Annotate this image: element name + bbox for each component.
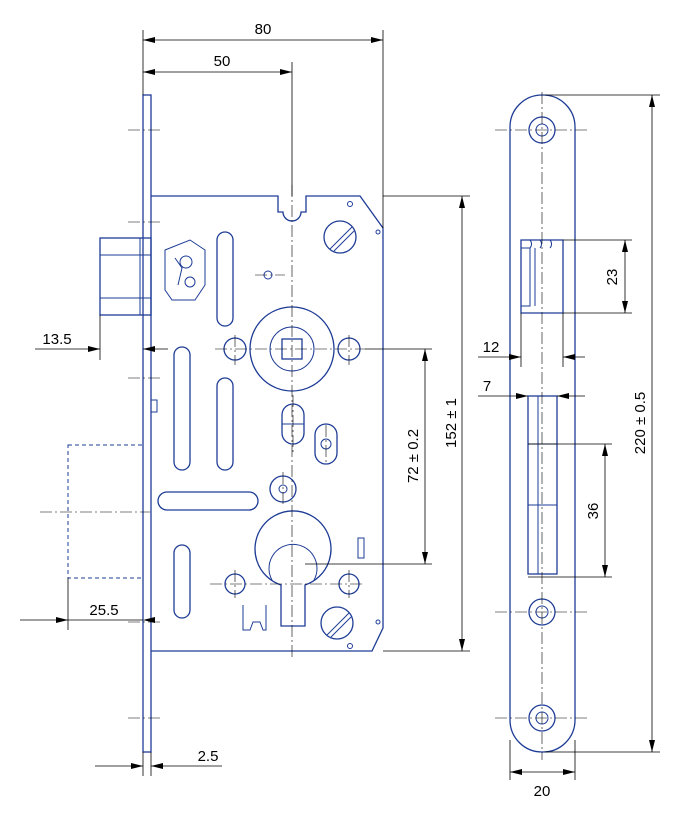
lock-faceplate bbox=[142, 94, 152, 753]
dim-label-25-5: 25.5 bbox=[89, 602, 118, 619]
dim-label-23: 23 bbox=[604, 269, 621, 286]
dead-bolt-hidden bbox=[67, 444, 144, 579]
dim-label-152: 152 ± 1 bbox=[443, 398, 460, 448]
dim-label-7: 7 bbox=[483, 378, 491, 395]
slot bbox=[216, 377, 234, 471]
dim-label-50: 50 bbox=[214, 53, 231, 70]
small-tab bbox=[357, 537, 365, 559]
dim-label-20: 20 bbox=[534, 783, 551, 800]
dim-label-36: 36 bbox=[585, 503, 602, 520]
lock-body-view bbox=[40, 94, 384, 753]
dim-label-13-5: 13.5 bbox=[42, 331, 71, 348]
latch-mechanism bbox=[164, 239, 206, 301]
latch-bolt bbox=[99, 237, 152, 316]
case-screw bbox=[323, 220, 357, 254]
faceplate-front-view bbox=[495, 92, 590, 760]
dim-label-12: 12 bbox=[483, 339, 500, 356]
case-screw bbox=[320, 606, 354, 640]
dim-label-80: 80 bbox=[255, 21, 272, 38]
oval-pin bbox=[314, 423, 338, 465]
dimension-lines bbox=[20, 30, 660, 780]
slot bbox=[173, 544, 191, 619]
profile-cylinder-cutout bbox=[254, 510, 332, 627]
slot bbox=[173, 346, 191, 471]
slot bbox=[216, 231, 234, 327]
notch bbox=[242, 605, 267, 631]
horizontal-slot bbox=[157, 491, 259, 511]
dim-label-2-5: 2.5 bbox=[198, 748, 219, 765]
lock-case bbox=[151, 195, 384, 652]
dim-label-220: 220 ± 0.5 bbox=[632, 392, 649, 454]
dimension-labels: 80 50 13.5 25.5 2.5 72 ± 0.2 152 ± 1 23 … bbox=[42, 21, 649, 800]
faceplate-outline bbox=[509, 94, 576, 753]
dim-label-72: 72 ± 0.2 bbox=[405, 429, 422, 483]
bolt-opening bbox=[527, 395, 558, 575]
faceplate-detail bbox=[150, 399, 158, 413]
